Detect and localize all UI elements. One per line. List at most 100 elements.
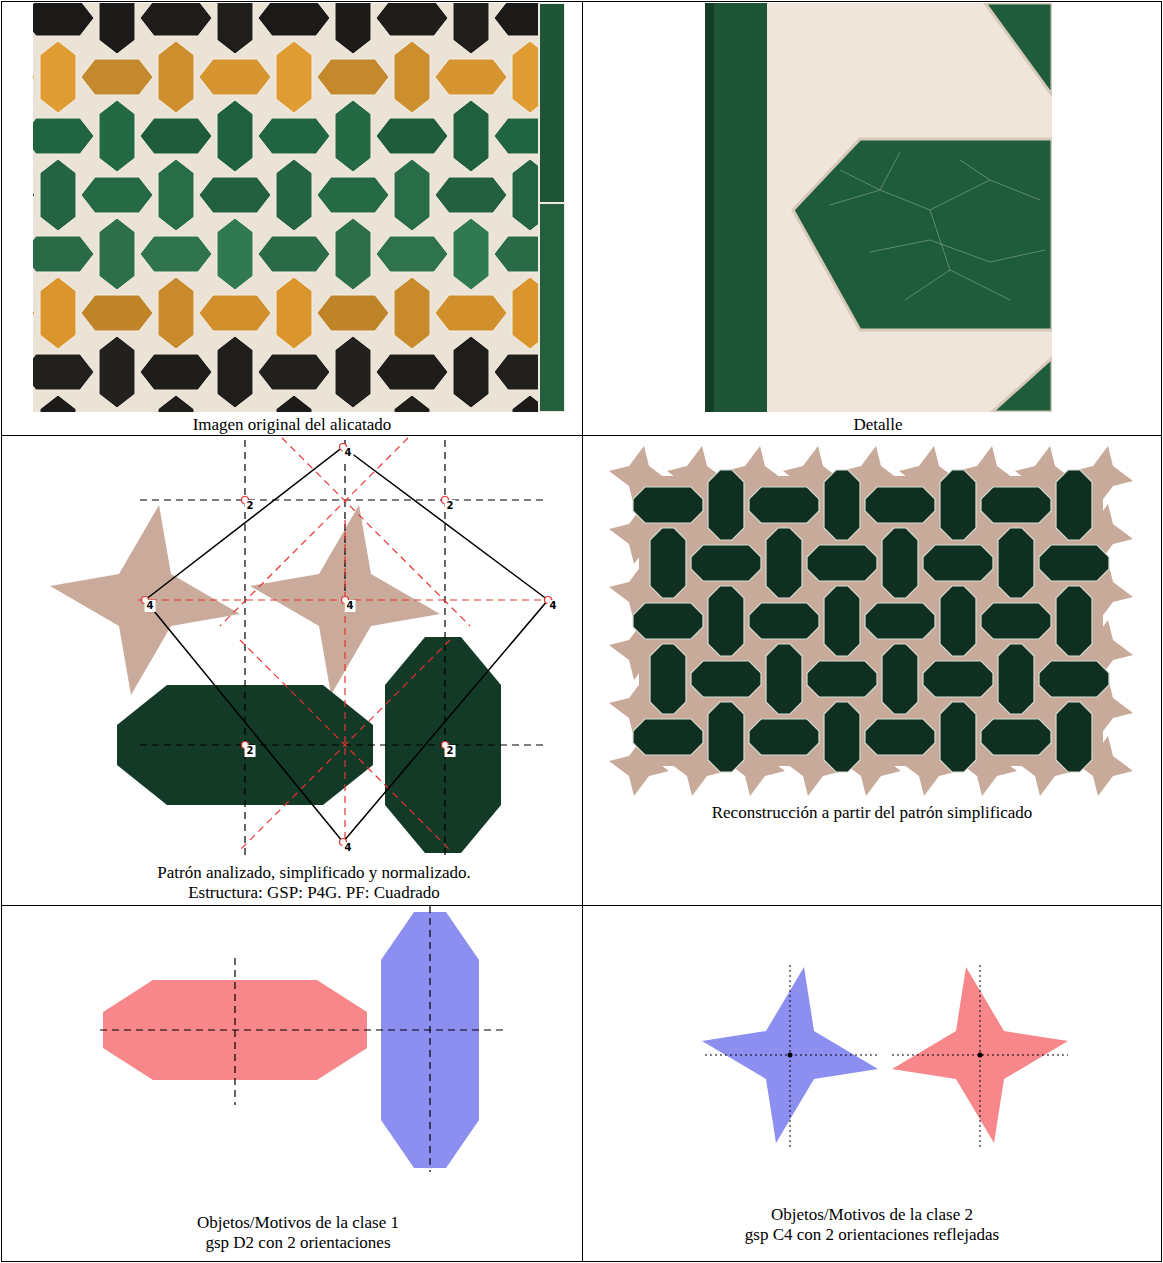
mirror-axes [138,438,556,852]
tile-motif [940,470,976,540]
tile-motif [865,487,935,523]
mirror-axis [282,438,470,626]
tile-motif [807,661,877,697]
fundamental-square [145,447,548,842]
tile-motif [691,661,761,697]
table-cell: Imagen original del alicatado [1,1,583,436]
table-cell: Reconstrucción a partir del patrón simpl… [582,435,1162,906]
tile-motif [998,644,1034,714]
table-cell: Objetos/Motivos de la clase 1gsp D2 con … [1,905,583,1262]
detail-tile [793,139,1052,330]
tile-motif [708,702,744,772]
glazed-tile [376,354,448,390]
motif-centre [788,1053,793,1058]
glazed-tile [276,41,312,113]
reconstruction-tiles [633,470,1109,772]
caption-text: gsp C4 con 2 orientaciones reflejadas [745,1225,999,1245]
glazed-tile [140,236,212,272]
glazed-tile [453,336,489,408]
glazed-tile [258,354,330,390]
detail-tile [992,358,1052,412]
glazed-tile [33,3,94,36]
tile-motif [807,545,877,581]
glazed-tile [258,118,330,154]
tile-motif [650,528,686,598]
tile-motif [708,470,744,540]
glazed-tile [33,59,35,95]
tile-motif [749,487,819,523]
mirror-axis [240,640,450,850]
symmetry-axis [429,906,430,1172]
class2-motifs [702,967,1068,1143]
rotation-order: 4 [548,600,559,612]
glazed-tile [40,159,76,231]
glazed-tile [217,218,253,290]
glazed-tile [335,3,371,54]
rotation-centres [142,444,552,846]
glazed-tile [394,159,430,231]
tile-motif [1056,470,1092,540]
caption-text: Patrón analizado, simplificado y normali… [157,863,470,883]
symmetry-axis [100,1029,505,1030]
rotation-order: 2 [445,500,456,512]
tile-motif [940,586,976,656]
glazed-tile [435,295,507,331]
glazed-tile [33,295,35,331]
mirror-axis [220,438,408,626]
tile-motif [882,644,918,714]
tile-motif [650,644,686,714]
glazed-tile [453,100,489,172]
caption-text: Detalle [853,415,902,435]
rotation-order: 4 [343,842,354,854]
tile-motif [998,528,1034,598]
rotation-order: 2 [445,745,456,757]
tile-motif [749,603,819,639]
detail-tile [985,3,1052,95]
class1-motifs [103,912,479,1168]
analysed-motifs [50,505,501,853]
caption-text: Estructura: GSP: P4G. PF: Cuadrado [188,883,440,903]
glazed-tile [217,3,253,54]
tile-motif [865,603,935,639]
table-cell: Patrón analizado, simplificado y normali… [1,435,583,906]
tile-motif [691,545,761,581]
tile-motif [882,528,918,598]
caption-block: Objetos/Motivos de la clase 1gsp D2 con … [8,1213,588,1253]
glazed-tile [453,3,489,54]
glazed-tile [317,177,389,213]
motif-shape [385,637,501,853]
glazed-tile [140,3,212,36]
glazed-tile [33,118,94,154]
caption-block: Detalle [589,415,1163,435]
caption-block: Patrón analizado, simplificado y normali… [24,863,604,903]
glazed-tile [335,100,371,172]
glazed-tile [335,336,371,408]
glazed-tile [40,41,76,113]
glazed-tile [140,354,212,390]
glazed-tile [158,395,194,412]
rotation-order: 2 [245,745,256,757]
tile-motif [824,702,860,772]
tile-motif [633,487,703,523]
tile-motif [981,603,1051,639]
border-strip [539,203,565,412]
glazed-tile [99,218,135,290]
table-cell: Detalle [582,1,1162,436]
glazed-tile [158,159,194,231]
glazed-tile [276,159,312,231]
glazed-tile [199,177,271,213]
tile-motif [633,719,703,755]
caption-block: Reconstrucción a partir del patrón simpl… [583,803,1161,823]
glazed-tile [276,395,312,412]
glazed-tile [158,41,194,113]
tile-motif [865,719,935,755]
caption-text: gsp D2 con 2 orientaciones [205,1233,390,1253]
tile-motif [824,586,860,656]
tile-motif [1039,545,1109,581]
glazed-tile [81,177,153,213]
rotation-order: 4 [345,600,356,612]
glazed-tile [33,354,94,390]
glazed-tile [217,100,253,172]
mirror-axis [344,520,345,852]
glazed-tile [99,3,135,54]
